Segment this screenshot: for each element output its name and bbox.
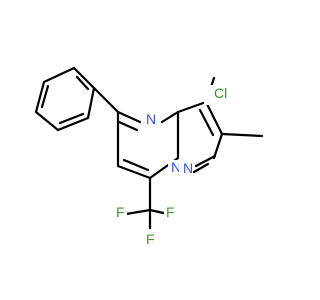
- molecule-structure: Cl N N N F F F: [34, 66, 264, 248]
- bond: [212, 132, 224, 160]
- label-backdrop: [113, 204, 127, 220]
- bond: [34, 80, 46, 114]
- bond: [160, 110, 180, 124]
- fluorine-label: F: [146, 231, 155, 247]
- bond: [92, 86, 120, 114]
- bond: [40, 84, 50, 109]
- label-backdrop: [164, 204, 178, 220]
- fluorine-label: F: [166, 204, 175, 220]
- atom-labels: Cl N N N F F F: [113, 85, 238, 248]
- bond: [117, 120, 139, 132]
- structure-canvas: Cl N N N F F F: [34, 66, 264, 248]
- label-backdrop: [143, 110, 157, 126]
- fluorine-label: F: [116, 204, 125, 220]
- label-backdrop: [144, 232, 158, 248]
- label-backdrop: [179, 162, 193, 178]
- bond: [72, 66, 96, 90]
- nitrogen-label: N: [183, 160, 193, 176]
- bond: [220, 132, 264, 138]
- bond: [34, 110, 60, 132]
- chlorine-label: Cl: [214, 85, 227, 101]
- nitrogen-label: N: [146, 111, 156, 127]
- bond: [86, 86, 96, 120]
- bond: [56, 116, 90, 132]
- bond: [176, 100, 208, 114]
- bond: [116, 164, 152, 180]
- bond: [42, 66, 76, 84]
- bond: [192, 162, 210, 174]
- label-backdrop: [168, 160, 182, 176]
- bond: [124, 208, 152, 216]
- bond: [75, 75, 90, 91]
- nitrogen-label: N: [171, 159, 181, 175]
- label-backdrop: [204, 85, 238, 105]
- bond: [204, 100, 224, 136]
- bond: [198, 108, 215, 137]
- bond: [122, 158, 150, 172]
- bond: [116, 110, 142, 124]
- bond: [194, 154, 217, 168]
- bond: [58, 112, 85, 125]
